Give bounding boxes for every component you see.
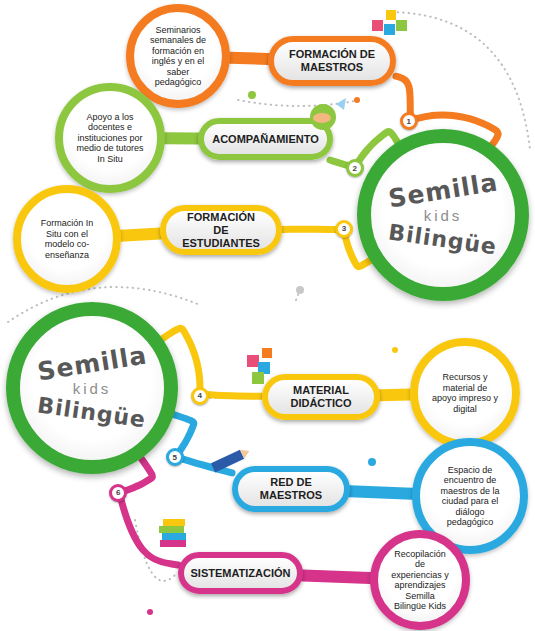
title-pill: FORMACIÓN DE ESTUDIANTES: [160, 205, 282, 255]
logo-text: kids: [424, 206, 463, 226]
title-pill: SISTEMATIZACIÓN: [178, 552, 303, 594]
title-pill: ACOMPAÑAMIENTO: [198, 118, 333, 160]
title-text: SISTEMATIZACIÓN: [191, 567, 291, 580]
title-text: MATERIAL DIDÁCTICO: [282, 384, 360, 410]
block-shape: [262, 348, 272, 358]
branch-arc: [174, 415, 232, 473]
block-shape: [247, 355, 259, 367]
callout-number: 6: [109, 484, 127, 502]
callout-number: 4: [191, 387, 209, 405]
branch-arc: [120, 458, 178, 564]
description-bubble: Recursos y material de apoyo impreso y d…: [410, 338, 520, 448]
logo-text: Bilingüe: [387, 219, 499, 262]
accent-dot: [392, 347, 398, 353]
title-text: ACOMPAÑAMIENTO: [212, 133, 319, 146]
accent-dot: [202, 463, 208, 469]
blocks-icon: [372, 10, 407, 35]
dotted-arc: [238, 100, 360, 106]
callout-number: 1: [400, 112, 418, 130]
block-shape: [252, 372, 264, 384]
description-text: Seminarios semanales de formación en ing…: [146, 25, 210, 88]
blocks-icon: [247, 348, 272, 384]
book-shape: [163, 519, 185, 526]
description-bubble: Formación In Situ con el modelo co-enseñ…: [13, 185, 121, 293]
dotted-line: [135, 520, 175, 581]
connector-stem: [230, 58, 268, 59]
description-text: Recopilación de experiencias y aprendiza…: [390, 549, 450, 612]
book-shape: [162, 533, 186, 540]
accent-dot: [296, 286, 304, 294]
logo-circle: SemillakidsBilingüe: [6, 302, 178, 474]
description-bubble: Apoyo a los docentes e instituciones por…: [55, 83, 165, 193]
description-text: Recursos y material de apoyo impreso y d…: [430, 372, 500, 414]
handshake-icon: [310, 98, 346, 130]
title-pill: MATERIAL DIDÁCTICO: [262, 374, 380, 420]
branch-arc: [282, 229, 370, 266]
connector-stem: [121, 234, 160, 236]
callout-number: 3: [335, 220, 353, 238]
title-text: RED DE MAESTROS: [252, 476, 330, 502]
title-pill: RED DE MAESTROS: [232, 466, 350, 512]
dotted-arc: [392, 12, 530, 150]
callout-number: 2: [346, 159, 364, 177]
block-shape: [372, 20, 383, 31]
logo-circle: SemillakidsBilingüe: [357, 129, 529, 301]
pencil-body: [211, 450, 244, 473]
icon-flag: [336, 98, 346, 110]
connector-stem: [380, 389, 410, 402]
description-text: Formación In Situ con el modelo co-enseñ…: [33, 218, 101, 260]
books-icon: [159, 519, 186, 547]
pencil-icon: [211, 446, 251, 472]
icon-disc: [310, 104, 336, 130]
connector-stem: [350, 491, 412, 493]
accent-dot: [368, 458, 376, 466]
callout-number: 5: [166, 448, 184, 466]
block-shape: [396, 20, 407, 31]
block-shape: [384, 24, 395, 35]
connector-stem: [303, 575, 370, 578]
accent-dot: [248, 91, 256, 99]
pencil-tip: [240, 446, 251, 458]
logo-text: Bilingüe: [36, 392, 148, 435]
dotted-line: [210, 397, 258, 399]
accent-dot: [147, 609, 153, 615]
accent-dot: [354, 97, 360, 103]
description-text: Apoyo a los docentes e instituciones por…: [75, 112, 145, 165]
description-text: Espacio de encuentro de maestros de la c…: [432, 465, 508, 528]
hands-shape: [313, 113, 331, 123]
book-shape: [160, 540, 186, 547]
title-pill: FORMACIÓN DE MAESTROS: [268, 36, 396, 86]
title-text: FORMACIÓN DE MAESTROS: [288, 48, 376, 74]
block-shape: [386, 10, 396, 20]
logo-text: kids: [73, 379, 112, 399]
title-text: FORMACIÓN DE ESTUDIANTES: [180, 211, 262, 250]
block-shape: [258, 362, 270, 374]
connector-stem: [165, 132, 198, 144]
dotted-line: [296, 290, 300, 300]
description-bubble: Recopilación de experiencias y aprendiza…: [370, 530, 470, 630]
book-shape: [159, 526, 184, 533]
